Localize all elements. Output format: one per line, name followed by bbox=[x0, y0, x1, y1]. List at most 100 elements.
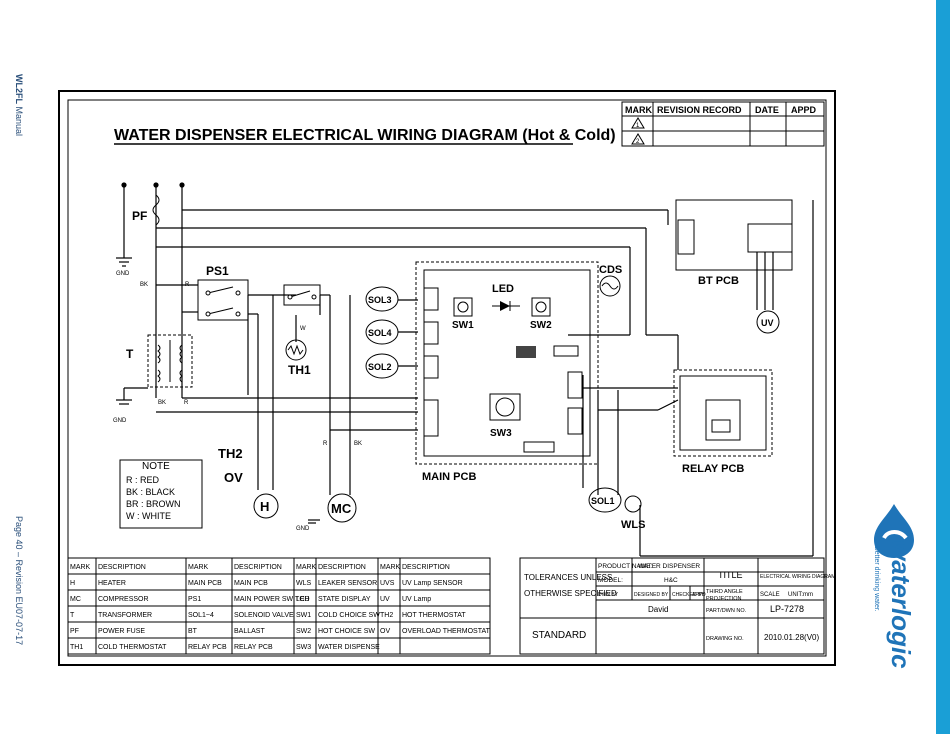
table-header-cell: DESCRIPTION bbox=[234, 564, 282, 571]
svg-text:OTHERWISE SPECIFIED: OTHERWISE SPECIFIED bbox=[524, 589, 617, 598]
svg-text:DRAWING NO.: DRAWING NO. bbox=[706, 636, 744, 642]
sol2-solenoid: SOL2 bbox=[365, 353, 399, 379]
rev-mark-1: 1 bbox=[636, 123, 640, 129]
sol3-solenoid: SOL3 bbox=[365, 286, 399, 312]
svg-text:THIRD ANGLE: THIRD ANGLE bbox=[706, 589, 743, 595]
svg-text:TOLERANCES UNLESS: TOLERANCES UNLESS bbox=[524, 573, 612, 582]
wls-leak-sensor: WLS bbox=[621, 495, 645, 531]
table-header-cell: MARK bbox=[380, 564, 401, 571]
table-cell: SW2 bbox=[296, 628, 311, 635]
brand-side-bar bbox=[936, 0, 950, 734]
th1-cold-thermostat: W TH1 bbox=[285, 326, 311, 377]
table-cell: HEATER bbox=[98, 580, 126, 587]
svg-text:SCALE: SCALE bbox=[760, 592, 780, 598]
table-cell: TH1 bbox=[70, 644, 83, 651]
svg-text:MODEL:: MODEL: bbox=[598, 577, 623, 584]
table-cell: COLD CHOICE SW bbox=[318, 612, 380, 619]
table-cell: STATE DISPLAY bbox=[318, 596, 371, 603]
table-header-cell: MARK bbox=[296, 564, 317, 571]
label-th2: TH2 bbox=[218, 446, 243, 461]
table-cell: UVS bbox=[380, 580, 395, 587]
label-ps1: PS1 bbox=[206, 264, 229, 278]
table-cell: MAIN PCB bbox=[234, 580, 268, 587]
svg-text:SOL2: SOL2 bbox=[368, 362, 392, 372]
svg-text:H: H bbox=[260, 499, 269, 514]
svg-text:APPD: APPD bbox=[692, 592, 706, 598]
table-cell: UV Lamp SENSOR bbox=[402, 580, 463, 587]
svg-text:PRODUCT NAME:: PRODUCT NAME: bbox=[598, 563, 653, 570]
table-cell: H bbox=[70, 580, 75, 587]
table-cell: LEAKER SENSOR bbox=[318, 580, 377, 587]
svg-text:TITLE: TITLE bbox=[718, 570, 743, 580]
table-cell: SOLENOID VALVE bbox=[234, 612, 294, 619]
table-cell: PS1 bbox=[188, 596, 201, 603]
table-cell: MAIN POWER SWITCH bbox=[234, 596, 309, 603]
sw2-button: SW2 bbox=[530, 297, 552, 331]
table-cell: MAIN PCB bbox=[188, 580, 222, 587]
label-ov: OV bbox=[224, 470, 243, 485]
svg-text:H&C: H&C bbox=[664, 577, 678, 584]
label-gnd-2: GND bbox=[113, 418, 127, 424]
table-cell: SW3 bbox=[296, 644, 311, 651]
table-header-cell: DESCRIPTION bbox=[318, 564, 366, 571]
svg-text:SW3: SW3 bbox=[490, 428, 512, 439]
svg-text:STANDARD: STANDARD bbox=[532, 630, 586, 641]
diagram-title: WATER DISPENSER ELECTRICAL WIRING DIAGRA… bbox=[114, 127, 616, 144]
label-main-pcb: MAIN PCB bbox=[422, 471, 476, 483]
svg-text:RELAY PCB: RELAY PCB bbox=[682, 463, 744, 475]
svg-text:LED: LED bbox=[492, 283, 514, 295]
table-cell: SW1 bbox=[296, 612, 311, 619]
svg-text:BT PCB: BT PCB bbox=[698, 275, 739, 287]
sw1-button: SW1 bbox=[452, 297, 474, 331]
bt-pcb: BT PCB bbox=[675, 199, 793, 287]
label-w: W bbox=[300, 326, 306, 332]
svg-text:W : WHITE: W : WHITE bbox=[126, 511, 171, 521]
label-t: T bbox=[126, 347, 134, 361]
table-cell: OV bbox=[380, 628, 390, 635]
uv-lamp: UV bbox=[756, 310, 780, 334]
left-margin: WL2FL Manual Page 40 – Revision EU07-07-… bbox=[0, 0, 40, 734]
svg-text:2010.01.28(V0): 2010.01.28(V0) bbox=[764, 633, 819, 642]
heater: H bbox=[253, 493, 279, 519]
rev-mark-header: MARK bbox=[625, 105, 652, 115]
svg-text:WATER DISPENSER: WATER DISPENSER bbox=[638, 563, 700, 570]
svg-text:CHECKED BY: CHECKED BY bbox=[672, 592, 705, 598]
svg-text:WLS: WLS bbox=[621, 519, 645, 531]
table-cell: BALLAST bbox=[234, 628, 265, 635]
main-pcb-connectors bbox=[423, 287, 583, 453]
main-pcb-outline bbox=[415, 261, 599, 465]
label-pf: PF bbox=[132, 209, 147, 223]
svg-text:SOL4: SOL4 bbox=[368, 328, 392, 338]
svg-text:CDS: CDS bbox=[599, 264, 622, 276]
svg-text:BR : BROWN: BR : BROWN bbox=[126, 499, 181, 509]
table-cell: WATER DISPENSE bbox=[318, 644, 380, 651]
table-cell: WLS bbox=[296, 580, 312, 587]
table-cell: PF bbox=[70, 628, 79, 635]
label-r-3: R bbox=[323, 441, 328, 447]
svg-text:UV: UV bbox=[761, 318, 774, 328]
title-block: TOLERANCES UNLESS OTHERWISE SPECIFIED ST… bbox=[519, 557, 835, 655]
sol1-solenoid: SOL1 bbox=[588, 487, 622, 513]
waterlogic-logo: waterlogic Better drinking water. bbox=[862, 500, 922, 680]
table-cell: UV Lamp bbox=[402, 596, 431, 603]
compressor: MC bbox=[327, 493, 357, 523]
table-cell: OVERLOAD THERMOSTAT bbox=[402, 628, 491, 635]
manual-title: WL2FL Manual bbox=[14, 74, 24, 137]
cds-sensor: CDS bbox=[599, 264, 622, 297]
svg-text:R : RED: R : RED bbox=[126, 475, 160, 485]
label-gnd-3: GND bbox=[296, 526, 310, 532]
table-cell: LED bbox=[296, 596, 310, 603]
svg-text:SOL1: SOL1 bbox=[591, 496, 615, 506]
label-bk-3: BK bbox=[354, 441, 362, 447]
table-cell: TH2 bbox=[380, 612, 393, 619]
table-cell: RELAY PCB bbox=[188, 644, 227, 651]
table-cell: UV bbox=[380, 596, 390, 603]
table-header-cell: DESCRIPTION bbox=[402, 564, 450, 571]
logo-wordmark: waterlogic bbox=[886, 540, 916, 669]
wiring-diagram-sheet: MARK REVISION RECORD DATE APPD 1 2 WATER… bbox=[58, 90, 836, 666]
label-r-2: R bbox=[184, 400, 189, 406]
table-cell: MC bbox=[70, 596, 81, 603]
label-bk-1: BK bbox=[140, 282, 148, 288]
revision-record: MARK REVISION RECORD DATE APPD 1 2 bbox=[621, 101, 825, 147]
